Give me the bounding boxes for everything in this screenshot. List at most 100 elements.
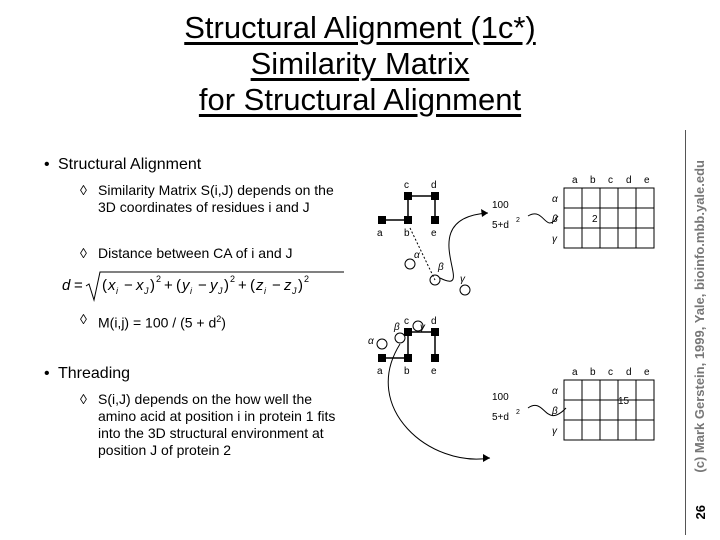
matrix-cell-value-top: 2 (592, 214, 598, 225)
alignment-diagram: a b c d e α β γ 100 5+d 2 a b c d e α β … (368, 175, 655, 462)
formula-sup-bottom: 2 (516, 409, 520, 416)
svg-text:y: y (209, 277, 219, 294)
sub-bullet-text: Distance between CA of i and J (98, 245, 293, 261)
matrix-col-e: e (644, 175, 650, 186)
formula-numerator-bottom: 100 (492, 392, 509, 403)
residue-label-a-bottom: a (377, 366, 383, 377)
residue-label-c-bottom: c (404, 316, 409, 327)
svg-text:(: ( (176, 277, 181, 294)
svg-text:2: 2 (156, 274, 161, 284)
bullet-structural-alignment: • Structural Alignment (44, 156, 202, 174)
svg-text:x: x (135, 277, 144, 294)
matrix-row-gamma-bottom: γ (552, 426, 558, 437)
greek-beta-bottom: β (393, 322, 400, 333)
diamond-bullet-icon: ◊ (80, 182, 87, 198)
svg-text:z: z (255, 277, 264, 294)
title-line-2: Similarity Matrix (250, 46, 470, 81)
slide-title: Structural Alignment (1c*) Similarity Ma… (0, 10, 720, 118)
sub-bullet-m-formula: ◊ M(i,j) = 100 / (5 + d2) (80, 311, 348, 332)
svg-text:−: − (272, 277, 281, 294)
svg-text:(: ( (102, 277, 107, 294)
svg-text:x: x (107, 277, 116, 294)
svg-text:+: + (238, 277, 247, 294)
svg-text:): ) (224, 277, 229, 294)
formula-denominator-top: 5+d (492, 220, 509, 231)
svg-text:i: i (264, 286, 267, 296)
matrix-col-a: a (572, 175, 578, 186)
sub-bullet-threading: ◊ S(i,J) depends on the how well the ami… (80, 391, 348, 459)
matrix-row-gamma: γ (552, 234, 558, 245)
copyright-text: (c) Mark Gerstein, 1999, Yale, bioinfo.m… (692, 160, 707, 473)
similarity-matrix-top: a b c d e α β γ 2 (551, 175, 655, 249)
residue-label-c: c (404, 180, 409, 191)
bullet-dot-icon: • (44, 156, 50, 173)
sidebar (685, 130, 716, 535)
greek-gamma-bottom: γ (420, 322, 426, 333)
residue-label-e: e (431, 228, 437, 239)
formula-sup-top: 2 (516, 217, 520, 224)
matrix-col-e-bottom: e (644, 367, 650, 378)
sub-bullet-distance: ◊ Distance between CA of i and J (80, 245, 348, 262)
bullet-dot-icon: • (44, 365, 50, 382)
title-line-3: for Structural Alignment (198, 82, 522, 117)
greek-beta-top: β (437, 262, 444, 273)
residue-label-d: d (431, 180, 437, 191)
sub-bullet-text: Similarity Matrix S(i,J) depends on the … (98, 182, 334, 215)
diamond-bullet-icon: ◊ (80, 391, 87, 407)
matrix-col-c-bottom: c (608, 367, 613, 378)
svg-text:): ) (298, 277, 303, 294)
m-formula-suffix: ) (221, 314, 226, 331)
matrix-row-alpha: α (552, 194, 558, 205)
sub-bullet-similarity: ◊ Similarity Matrix S(i,J) depends on th… (80, 182, 348, 216)
diamond-bullet-icon: ◊ (80, 245, 87, 261)
greek-alpha-top: α (414, 250, 420, 261)
title-line-1: Structural Alignment (1c*) (184, 10, 536, 45)
matrix-col-d: d (626, 175, 632, 186)
m-formula-prefix: M(i,j) = 100 / (5 + d (98, 314, 217, 331)
formula-denominator-bottom: 5+d (492, 412, 509, 423)
matrix-col-a-bottom: a (572, 367, 578, 378)
m-formula-sup: 2 (216, 314, 222, 324)
matrix-row-beta-bottom: β (551, 406, 558, 417)
svg-text:−: − (124, 277, 133, 294)
svg-text:d: d (62, 277, 71, 294)
bullet-threading: • Threading (44, 365, 131, 383)
sub-bullet-text: S(i,J) depends on the how well the amino… (98, 391, 336, 458)
bullet-label: Structural Alignment (58, 156, 202, 173)
svg-text:i: i (116, 286, 119, 296)
svg-text:(: ( (250, 277, 255, 294)
matrix-col-b: b (590, 175, 596, 186)
svg-text:J: J (217, 286, 223, 296)
residue-label-b: b (404, 228, 410, 239)
greek-alpha-bottom: α (368, 336, 374, 347)
svg-text:+: + (164, 277, 173, 294)
svg-text:−: − (198, 277, 207, 294)
matrix-row-alpha-bottom: α (552, 386, 558, 397)
svg-text:z: z (283, 277, 292, 294)
svg-text:J: J (291, 286, 297, 296)
residue-label-e-bottom: e (431, 366, 437, 377)
matrix-row-beta: β (551, 214, 558, 225)
svg-text:): ) (150, 277, 155, 294)
svg-text:i: i (190, 286, 193, 296)
bullet-label: Threading (58, 365, 131, 382)
greek-gamma-top: γ (460, 274, 466, 285)
diamond-bullet-icon: ◊ (80, 311, 87, 327)
residue-label-a: a (377, 228, 383, 239)
residue-nodes-top (378, 192, 439, 224)
formula-numerator-top: 100 (492, 200, 509, 211)
matrix-col-b-bottom: b (590, 367, 596, 378)
svg-text:2: 2 (230, 274, 235, 284)
residue-label-d-bottom: d (431, 316, 437, 327)
matrix-cell-value-bottom: 15 (618, 396, 630, 407)
svg-text:y: y (181, 277, 191, 294)
svg-text:2: 2 (304, 274, 309, 284)
svg-text:=: = (74, 277, 83, 294)
similarity-matrix-bottom: a b c d e α β γ 15 (551, 367, 655, 441)
residue-label-b-bottom: b (404, 366, 410, 377)
matrix-col-c: c (608, 175, 613, 186)
page-number: 26 (693, 505, 708, 520)
matrix-col-d-bottom: d (626, 367, 632, 378)
svg-text:J: J (143, 286, 149, 296)
